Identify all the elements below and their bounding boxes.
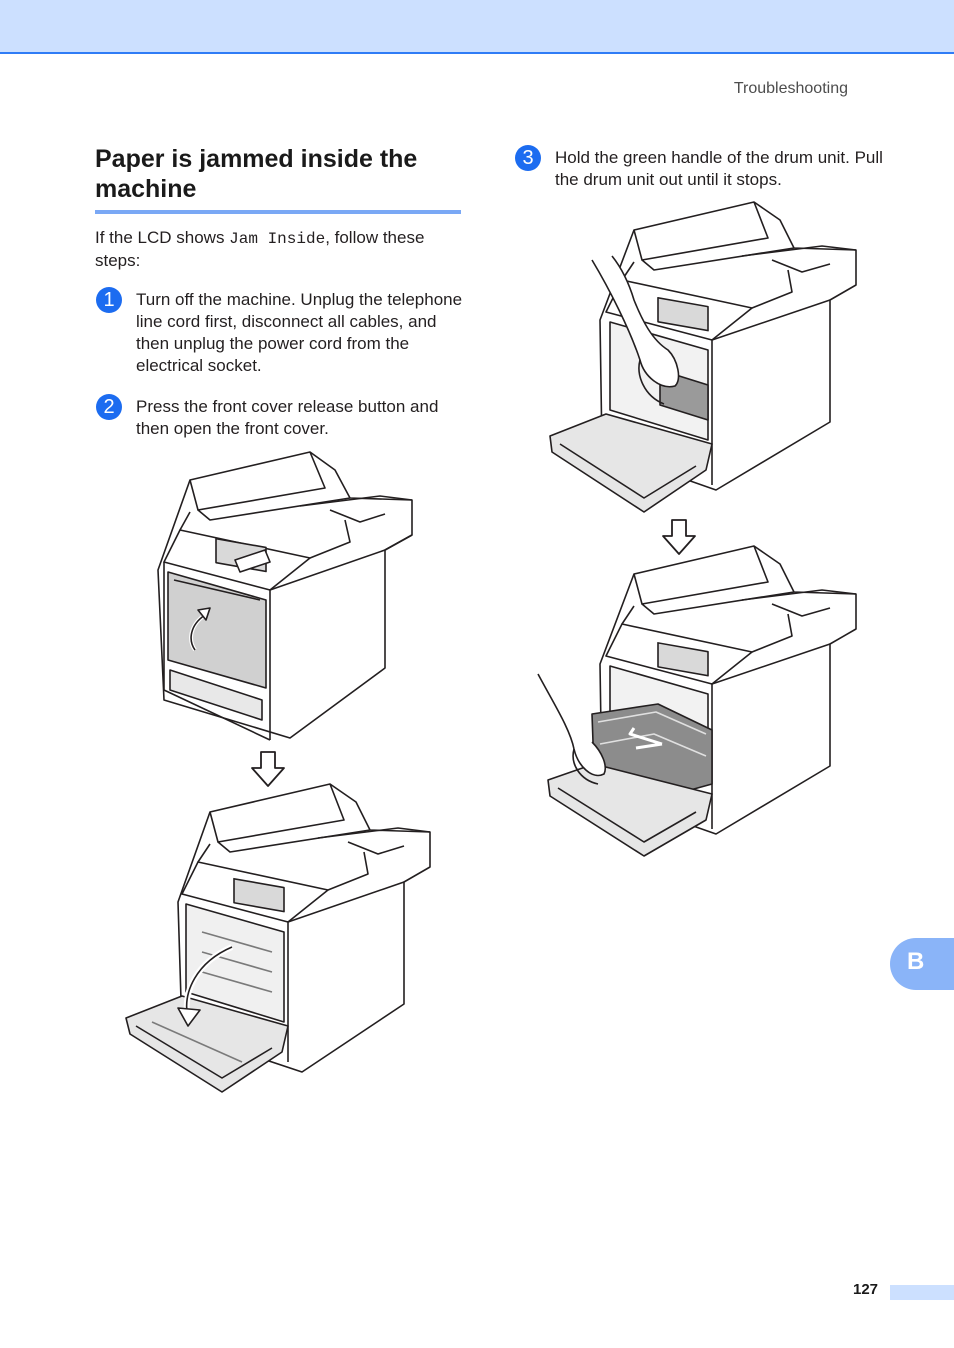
- step-1-text: Turn off the machine. Unplug the telepho…: [136, 290, 463, 375]
- page-number: 127: [853, 1281, 879, 1298]
- lcd-message: Jam Inside: [229, 230, 326, 248]
- section-title: Paper is jammed inside the machine: [95, 145, 418, 203]
- step-2-number-badge: 2: [96, 394, 122, 420]
- intro-text-before: If the LCD shows: [95, 228, 230, 247]
- printer-open-front-cover-icon: [125, 783, 431, 1093]
- step-3-text: Hold the green handle of the drum unit. …: [555, 148, 883, 189]
- chapter-tab: B: [890, 938, 954, 990]
- running-header: Troubleshooting: [733, 80, 848, 97]
- step-1: 1 Turn off the machine. Unplug the telep…: [95, 287, 465, 379]
- page-number-bar: [890, 1285, 954, 1300]
- step-2-text: Press the front cover release button and…: [136, 397, 439, 438]
- step-1-number-badge: 1: [96, 287, 122, 313]
- printer-hand-on-drum-icon: [549, 201, 857, 513]
- intro-text-after: , follow these steps:: [95, 228, 425, 270]
- down-arrow-icon: [251, 751, 285, 787]
- printer-drum-pulled-out-icon: [537, 545, 857, 857]
- intro-paragraph: If the LCD shows Jam Inside, follow thes…: [95, 227, 465, 272]
- top-header-band: [0, 0, 954, 54]
- step-3: 3 Hold the green handle of the drum unit…: [514, 145, 894, 193]
- down-arrow-icon: [662, 519, 696, 555]
- printer-closed-front-cover-icon: [157, 451, 413, 741]
- chapter-letter: B: [907, 948, 925, 975]
- step-3-number-badge: 3: [515, 145, 541, 171]
- step-2: 2 Press the front cover release button a…: [95, 394, 465, 442]
- title-underline: [95, 210, 461, 214]
